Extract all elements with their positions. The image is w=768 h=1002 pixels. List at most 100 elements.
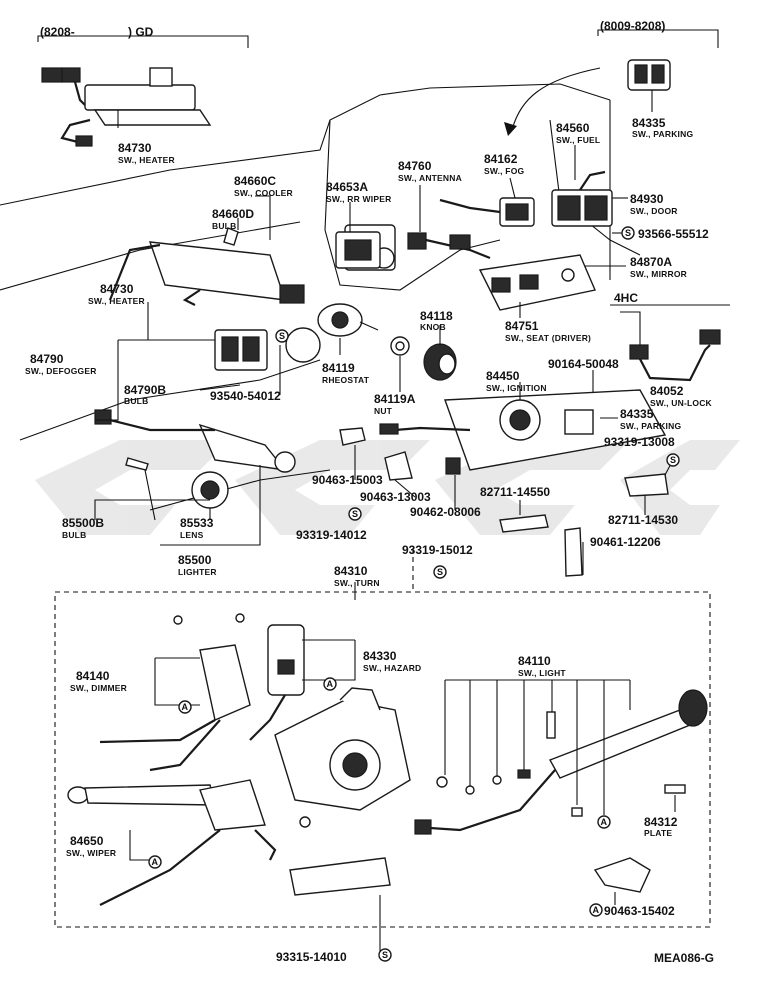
callout-number: 84052 (650, 384, 684, 398)
callout-desc: PLATE (644, 828, 672, 838)
callout-number: 93566-55512 (638, 227, 709, 241)
plate-and-key (289, 784, 686, 896)
callout-desc: SW., PARKING (620, 421, 681, 431)
cigarette-lighter (94, 409, 296, 509)
unlock-switch (629, 329, 721, 382)
callout-desc: SW., LIGHT (518, 668, 566, 678)
header-left-grade: ) GD (128, 25, 154, 39)
callout-number: 85500B (62, 516, 104, 530)
header-bracket-left (37, 35, 249, 48)
circle-marks: S S S S S S A A A A A (148, 226, 680, 962)
light-switch (414, 689, 708, 835)
callout-number: 84730 (100, 282, 134, 296)
mark-a: A (152, 857, 159, 867)
callout-number: 90463-15003 (312, 473, 383, 487)
callout-desc: SW., DIMMER (70, 683, 127, 693)
callout-desc: SW., HAZARD (363, 663, 421, 673)
callout-number: 85533 (180, 516, 214, 530)
mark-s: S (670, 455, 676, 465)
callout-number: 84335 (620, 407, 654, 421)
callout-number: 84730 (118, 141, 152, 155)
header-right-range: (8009-8208) (600, 19, 665, 33)
callout-number: 93319-13008 (604, 435, 675, 449)
callout-number: 82711-14530 (608, 513, 678, 527)
callout-desc: SW., RR WIPER (326, 194, 391, 204)
parking-switch-top (627, 59, 671, 91)
callout-number: 84870A (630, 255, 672, 269)
callout-desc: RHEOSTAT (322, 375, 370, 385)
callout-number: 84790 (30, 352, 64, 366)
callout-number: 93319-15012 (402, 543, 473, 557)
callout-number: 84110 (518, 654, 551, 668)
variant-4hc-label: 4HC (614, 291, 638, 305)
callout-desc: SW., HEATER (88, 296, 145, 306)
callout-desc: NUT (374, 406, 393, 416)
defogger-switch (214, 329, 268, 371)
callout-number: 93319-14012 (296, 528, 367, 542)
turn-switch-assy-box (54, 591, 711, 928)
rr-wiper-switch (335, 231, 381, 269)
callout-number: 84650 (70, 834, 104, 848)
callout-desc: SW., SEAT (DRIVER) (505, 333, 591, 343)
rheostat (317, 303, 410, 356)
callout-desc: BULB (212, 221, 236, 231)
callout-number: 85500 (178, 553, 212, 567)
callout-labels: 84730 SW., HEATER 84335 SW., PARKING 845… (25, 116, 713, 964)
clips-and-brackets (339, 427, 669, 577)
callout-number: 93315-14010 (276, 950, 347, 964)
callout-desc: SW., PARKING (632, 129, 693, 139)
callout-desc: SW., MIRROR (630, 269, 687, 279)
callout-desc: SW., DOOR (630, 206, 678, 216)
dimmer-switch (99, 613, 251, 772)
fuel-door-switches (551, 170, 613, 227)
mirror-seat-switch (478, 254, 596, 311)
hazard-switch (249, 624, 305, 741)
callout-desc: SW., FOG (484, 166, 525, 176)
callout-number: 84760 (398, 159, 432, 173)
callout-number: 93540-54012 (210, 389, 281, 403)
callout-desc: BULB (62, 530, 86, 540)
callout-desc: SW., ANTENNA (398, 173, 462, 183)
heater-switch-assy-top (41, 67, 212, 147)
callout-desc: SW., WIPER (66, 848, 116, 858)
mark-s: S (625, 228, 631, 238)
footer-code: MEA086-G (654, 951, 714, 965)
callout-number: 84930 (630, 192, 664, 206)
callout-number: 84790B (124, 383, 166, 397)
callout-number: 84118 (420, 309, 453, 323)
callout-desc: BULB (124, 396, 148, 406)
callout-number: 84330 (363, 649, 397, 663)
callout-number: 84560 (556, 121, 590, 135)
callout-number: 90461-12206 (590, 535, 661, 549)
mark-a: A (182, 702, 189, 712)
callout-number: 84312 (644, 815, 678, 829)
header-left-range: (8208- (40, 25, 75, 39)
callout-desc: SW., TURN (334, 578, 380, 588)
arrow-head (504, 122, 517, 136)
mark-s: S (279, 331, 285, 341)
callout-number: 90462-08006 (410, 505, 481, 519)
callout-number: 84660D (212, 207, 254, 221)
antenna-fog-switches (407, 197, 535, 260)
mark-s: S (382, 950, 388, 960)
callout-number: 84162 (484, 152, 518, 166)
callout-number: 84751 (505, 319, 539, 333)
callout-desc: SW., UN-LOCK (650, 398, 713, 408)
callout-number: 84140 (76, 669, 110, 683)
callout-number: 84450 (486, 369, 520, 383)
callout-desc: LIGHTER (178, 567, 217, 577)
callout-desc: SW., HEATER (118, 155, 175, 165)
callout-number: 84653A (326, 180, 368, 194)
mark-a: A (327, 679, 334, 689)
callout-number: 84119A (374, 392, 416, 406)
callout-desc: SW., COOLER (234, 188, 293, 198)
callout-number: 84310 (334, 564, 368, 578)
header-bracket-right (597, 29, 719, 48)
cooler-heater-switch-group (108, 227, 305, 306)
mark-a: A (601, 817, 608, 827)
callout-desc: SW., IGNITION (486, 383, 547, 393)
callout-number: 90164-50048 (548, 357, 619, 371)
callout-desc: KNOB (420, 322, 446, 332)
